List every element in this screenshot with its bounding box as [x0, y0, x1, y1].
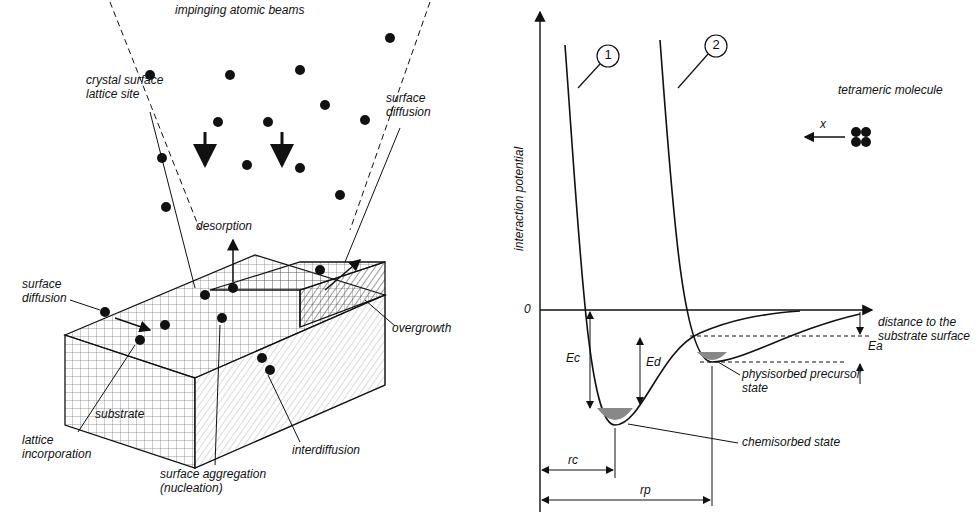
curve-number: 1	[598, 48, 618, 63]
energy-label: Ed	[646, 356, 670, 370]
dimension-label: rc	[568, 454, 598, 468]
diffusion-label: surface diffusion	[386, 92, 466, 120]
motion-label: x	[820, 118, 836, 132]
axis-zero: 0	[524, 303, 538, 317]
substrate-label: substrate	[95, 408, 185, 422]
beam-arrows	[205, 132, 282, 165]
substrate-block	[65, 255, 385, 468]
energy-label: Ec	[566, 352, 590, 366]
dimension-lines	[542, 366, 712, 506]
overgrowth-label: overgrowth	[392, 322, 482, 336]
motion-arrow	[805, 136, 845, 137]
circle-markers	[578, 35, 727, 88]
dimension-label: rp	[640, 484, 670, 498]
axis-label: distance to the substrate surface	[878, 316, 972, 344]
state-label: chemisorbed state	[742, 436, 862, 450]
curve-number: 2	[706, 38, 726, 53]
axis-label: interaction potential	[513, 129, 527, 269]
lattice-site-label: crystal surface lattice site	[86, 74, 196, 102]
nucleation-label: surface aggregation (nucleation)	[160, 468, 290, 496]
interdiffusion-label: interdiffusion	[292, 444, 392, 458]
state-label: physisorbed precursor state	[742, 368, 862, 396]
tetrameric-molecule	[851, 127, 871, 147]
diffusion-label: surface diffusion	[22, 278, 96, 306]
axes	[540, 12, 872, 512]
incorporation-label: lattice incorporation	[22, 434, 112, 462]
molecule-label: tetrameric molecule	[838, 84, 958, 98]
leader-lines	[70, 112, 400, 465]
energy-label: Ea	[868, 340, 892, 354]
energy-levels	[590, 312, 870, 408]
beam-cone	[110, 2, 430, 230]
state-leaders	[628, 362, 740, 443]
desorption-label: desorption	[196, 220, 276, 234]
beam-label: impinging atomic beams	[175, 4, 405, 18]
